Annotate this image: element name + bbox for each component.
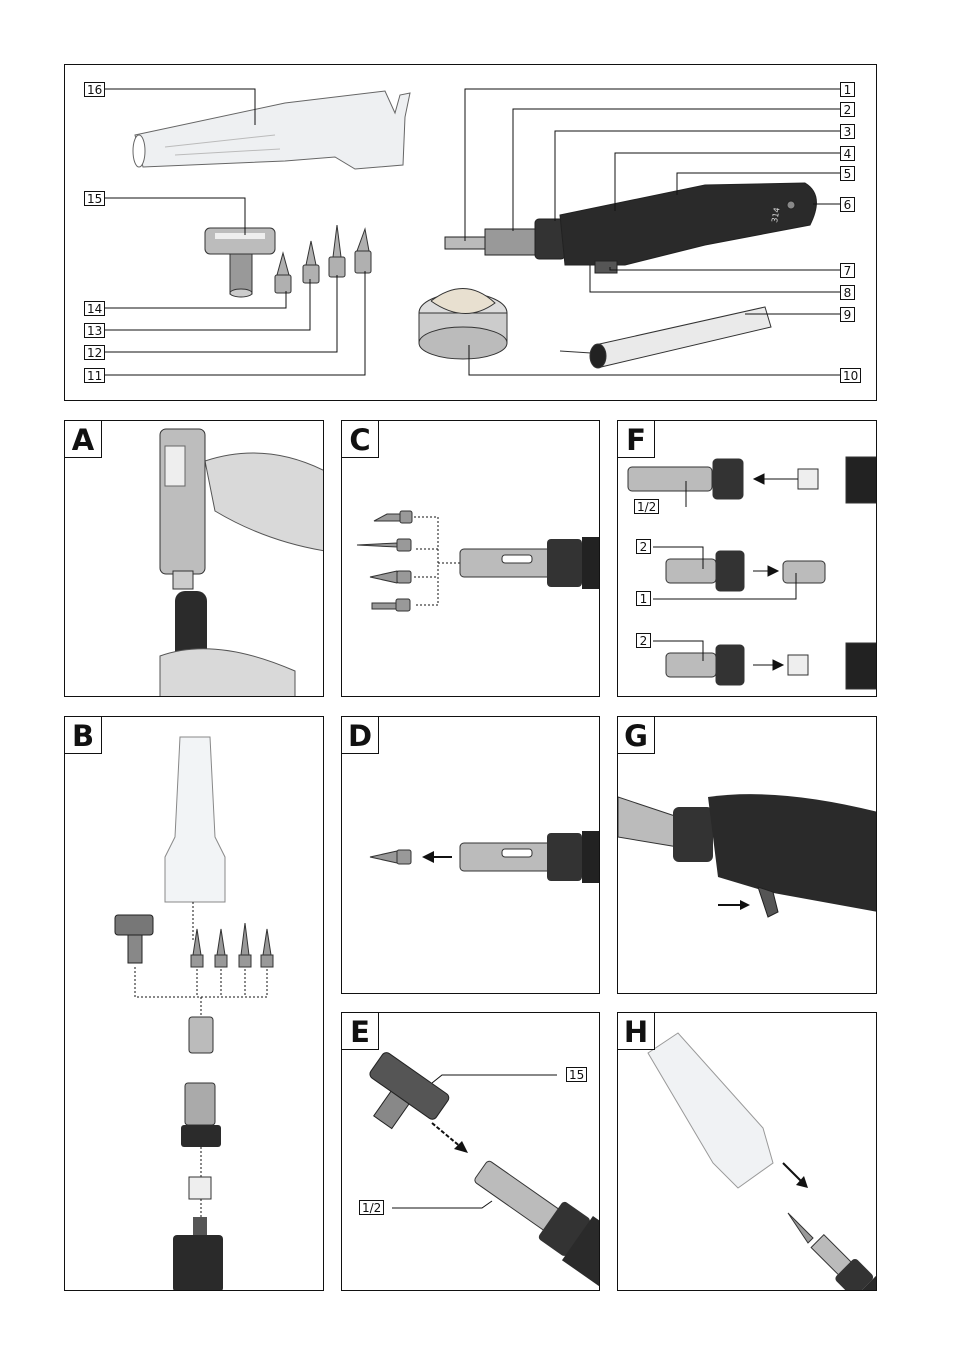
- panel-c: C: [341, 420, 600, 697]
- panel-f-letter: F: [618, 421, 655, 458]
- panel-e-illustration: [369, 1052, 599, 1290]
- panel-h-illustration: [647, 1032, 876, 1290]
- panel-d: D: [341, 716, 600, 994]
- overview-panel: 314: [64, 64, 877, 401]
- panel-g-illustration: [618, 794, 876, 918]
- callout-1: 1: [840, 82, 855, 97]
- panel-d-illustration: [369, 831, 599, 883]
- panel-f-illustration: [627, 456, 876, 690]
- f-label-1: 1: [636, 591, 651, 606]
- panel-c-letter: C: [342, 421, 379, 458]
- panel-h: H: [617, 1012, 877, 1291]
- callout-2: 2: [840, 102, 855, 117]
- callout-9: 9: [840, 307, 855, 322]
- f-label-1-2: 1/2: [634, 499, 660, 514]
- callout-7: 7: [840, 263, 855, 278]
- callout-6: 6: [840, 197, 855, 212]
- panel-b-letter: B: [65, 717, 102, 754]
- panel-b: B: [64, 716, 324, 1291]
- e-label-15: 15: [566, 1067, 588, 1082]
- cleaning-sponge-10: [418, 288, 508, 360]
- hot-air-nozzle-15: [204, 227, 276, 298]
- panel-a-illustration: [159, 428, 323, 696]
- panel-g: G: [617, 716, 877, 994]
- callout-3: 3: [840, 124, 855, 139]
- soldering-iron: [444, 182, 817, 274]
- panel-b-illustration: [114, 736, 274, 1290]
- callout-5: 5: [840, 166, 855, 181]
- panel-g-letter: G: [618, 717, 655, 754]
- callout-10: 10: [840, 368, 862, 383]
- tool-model-text: 314: [770, 207, 782, 224]
- panel-a-letter: A: [65, 421, 102, 458]
- callout-14: 14: [84, 301, 106, 316]
- solder-wire-tube-9: [559, 306, 772, 369]
- f-label-2-top: 2: [636, 539, 651, 554]
- panel-e-letter: E: [342, 1013, 379, 1050]
- protective-cap-16: [132, 90, 411, 170]
- panel-e: E 15 1/2: [341, 1012, 600, 1291]
- callout-12: 12: [84, 345, 106, 360]
- overview-illustration: 314: [103, 88, 840, 376]
- panel-c-illustration: [356, 510, 599, 612]
- panel-f: F 1/2 2 1 2: [617, 420, 877, 697]
- leader-lines: [103, 88, 840, 376]
- panel-h-letter: H: [618, 1013, 655, 1050]
- f-label-2-bottom: 2: [636, 633, 651, 648]
- panel-d-letter: D: [342, 717, 379, 754]
- e-label-1-2: 1/2: [359, 1200, 385, 1215]
- soldering-tips: [274, 224, 372, 294]
- panel-a: A: [64, 420, 324, 697]
- callout-13: 13: [84, 323, 106, 338]
- callout-15: 15: [84, 191, 106, 206]
- callout-8: 8: [840, 285, 855, 300]
- callout-4: 4: [840, 146, 855, 161]
- callout-16: 16: [84, 82, 106, 97]
- callout-11: 11: [84, 368, 106, 383]
